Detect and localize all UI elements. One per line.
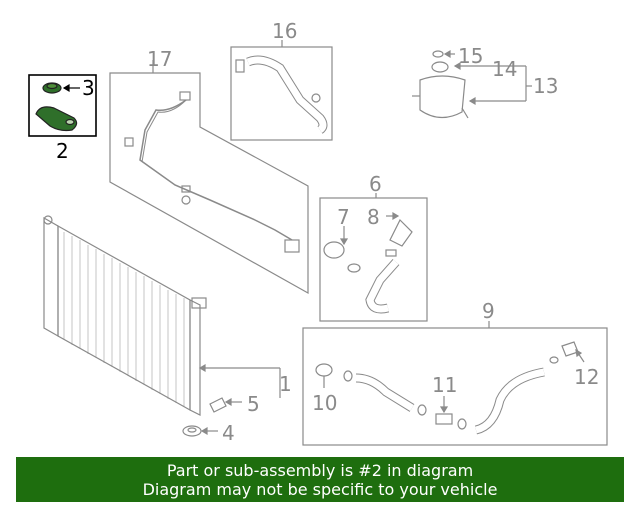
part-17-panel	[109, 60, 309, 295]
callout-13: 13	[533, 74, 558, 98]
fitment-banner: Part or sub-assembly is #2 in diagram Di…	[16, 457, 624, 502]
banner-line-2: Diagram may not be specific to your vehi…	[142, 480, 498, 499]
part-2-box[interactable]	[28, 74, 97, 137]
parts-diagram: 3 2 17 16	[28, 19, 608, 446]
callout-4: 4	[222, 421, 235, 445]
callout-1: 1	[279, 372, 292, 396]
callout-16: 16	[272, 19, 297, 43]
callout-6: 6	[369, 172, 382, 196]
radiator	[43, 215, 281, 416]
callout-2: 2	[56, 139, 69, 163]
callout-8: 8	[367, 205, 380, 229]
banner-line-1: Part or sub-assembly is #2 in diagram	[166, 461, 474, 480]
callout-17: 17	[147, 47, 172, 71]
callout-10: 10	[312, 391, 337, 415]
callout-11: 11	[432, 373, 457, 397]
callout-12: 12	[574, 365, 599, 389]
part-9-panel	[302, 321, 608, 446]
callout-3: 3	[82, 76, 95, 100]
part-6-panel	[319, 193, 428, 322]
callout-15: 15	[458, 44, 483, 68]
callout-7: 7	[337, 205, 350, 229]
part-5-drain-plug	[209, 397, 242, 413]
part-4-grommet	[182, 425, 218, 437]
callout-14: 14	[492, 57, 517, 81]
part-2-seal-icon	[35, 106, 78, 132]
callout-5: 5	[247, 392, 260, 416]
coolant-reservoir	[412, 49, 532, 119]
part-16-panel	[230, 40, 333, 141]
callout-9: 9	[482, 299, 495, 323]
